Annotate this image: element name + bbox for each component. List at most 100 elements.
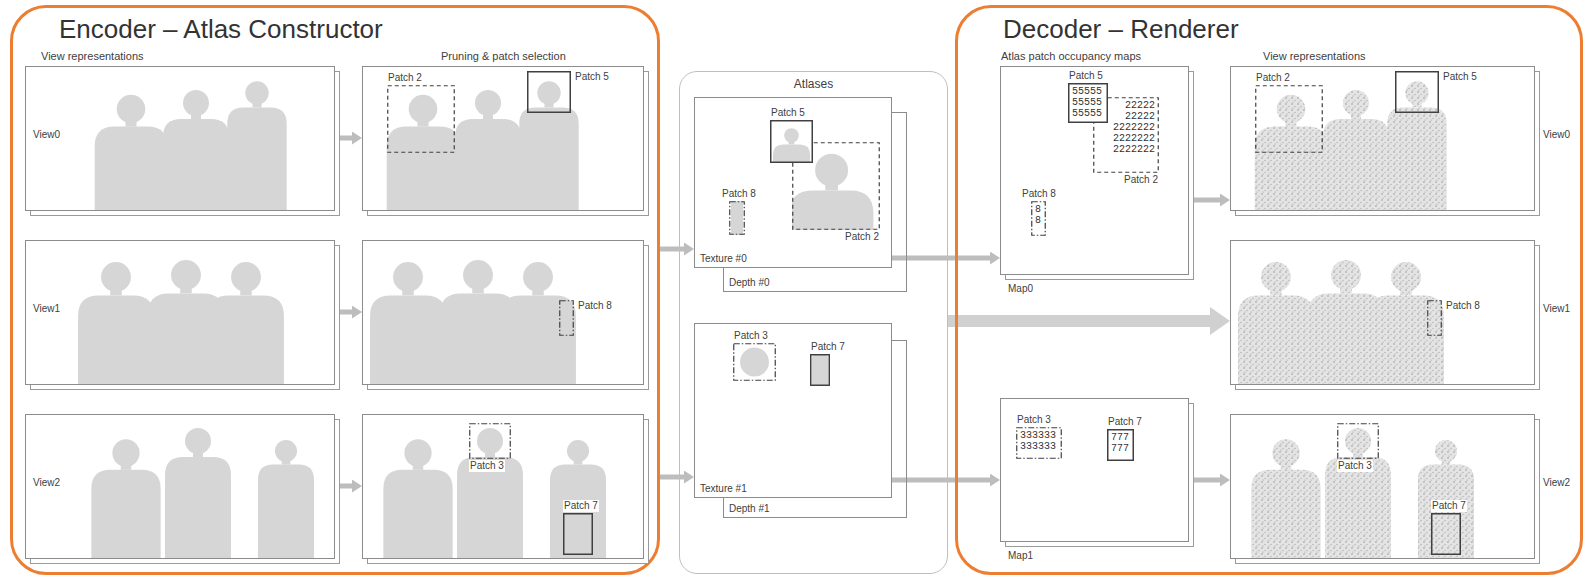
person-silhouette <box>208 262 284 384</box>
patch-border <box>1396 72 1439 113</box>
silhouette-head <box>117 95 146 124</box>
silhouette-body <box>163 119 229 210</box>
patch-border <box>793 143 880 230</box>
person-silhouette <box>457 428 523 558</box>
patch-label: Patch 8 <box>721 188 757 200</box>
silhouette-head <box>1391 262 1421 292</box>
view-illustration <box>1231 415 1534 558</box>
silhouette-head <box>231 262 261 292</box>
panel-title: Decoder – Renderer <box>1002 14 1240 44</box>
patch-box: Patch 8 <box>729 201 745 235</box>
pruned-view-frame: Patch 8 <box>362 240 644 385</box>
patch-border <box>1069 84 1108 123</box>
silhouette-head <box>1272 439 1299 466</box>
patch-box: Patch 3 <box>1337 423 1379 459</box>
patch-content <box>731 201 743 235</box>
patch-box: Patch 88 8 <box>1031 201 1046 236</box>
silhouette-body <box>387 127 460 210</box>
patch-box: Patch 5 <box>1395 71 1439 113</box>
patch-box: Patch 2 <box>1255 85 1323 153</box>
patch-border <box>1108 430 1134 461</box>
silhouette-head <box>740 348 769 377</box>
silhouette-head <box>1345 428 1371 454</box>
column-heading: View representations <box>1262 50 1367 63</box>
connector-arrow <box>335 310 352 315</box>
patch-label: Patch 7 <box>563 500 599 512</box>
patch-box: Patch 3 <box>469 423 511 459</box>
atlas-panel: Depth #1Depth #0AtlasesTexture #0Patch 5… <box>679 71 948 574</box>
panel-title: Atlases <box>680 77 947 91</box>
atlas-label: Depth #1 <box>728 503 771 515</box>
occupancy-digits: 333333 333333 <box>1020 430 1056 452</box>
connector-arrow <box>335 484 352 489</box>
occupancy-digits: 777 777 <box>1111 432 1129 454</box>
silhouette-head <box>1277 95 1306 124</box>
silhouette-body <box>500 295 576 384</box>
patch-label: Patch 3 <box>1016 414 1052 426</box>
person-silhouette <box>500 262 576 384</box>
patch-label: Patch 8 <box>577 300 613 312</box>
pruned-view-frame: Patch 3 Patch 7 <box>362 414 644 559</box>
view-illustration <box>26 415 334 558</box>
patch-content <box>812 355 828 386</box>
person-silhouette <box>1238 262 1314 384</box>
map-label: Map0 <box>1007 283 1034 295</box>
silhouette-head <box>537 81 560 104</box>
patch-box: Patch 2 <box>387 85 455 153</box>
silhouette-body <box>550 465 606 558</box>
patch-border <box>1094 98 1159 173</box>
pruned-view-frame: Patch 2 Patch 5 <box>362 66 644 211</box>
silhouette-body <box>370 295 446 384</box>
silhouette-body <box>1368 295 1444 384</box>
silhouette-body <box>1238 295 1314 384</box>
rendered-view-frame: View0Patch 2Patch 5 <box>1230 66 1535 211</box>
silhouette-head <box>393 262 423 292</box>
patch-label: Patch 5 <box>1442 71 1478 83</box>
patch-outline <box>559 300 574 336</box>
connector-arrow <box>660 247 684 252</box>
patch-label: Patch 7 <box>1107 416 1143 428</box>
patch-outline <box>1427 300 1442 336</box>
view-label: View0 <box>1542 129 1571 141</box>
patch-label: Patch 5 <box>574 71 610 83</box>
patch-outline <box>770 120 813 163</box>
patch-box: Patch 7777 777 <box>1107 429 1134 461</box>
view-illustration <box>363 415 643 558</box>
person-silhouette <box>1251 439 1320 558</box>
patch-border <box>1032 202 1046 236</box>
encoder-panel: Encoder – Atlas ConstructorView0Patch 2P… <box>10 5 660 575</box>
silhouette-body <box>1418 465 1474 558</box>
silhouette-head <box>784 128 799 143</box>
view-illustration <box>1231 241 1534 384</box>
patch-label: Patch 2 <box>1255 72 1291 84</box>
patch-border <box>1428 301 1442 336</box>
patch-outline <box>387 85 455 153</box>
view-illustration <box>363 241 643 384</box>
silhouette-head <box>101 262 131 292</box>
column-heading: View representations <box>40 50 145 63</box>
patch-border <box>564 514 593 555</box>
person-silhouette <box>95 95 168 210</box>
silhouette-head <box>1331 260 1361 290</box>
texture-atlas: Texture #1Patch 3Patch 7 <box>694 323 892 498</box>
patch-outline <box>469 423 511 459</box>
silhouette-body <box>1255 127 1328 210</box>
connector-arrow <box>335 136 352 141</box>
silhouette-body <box>1251 470 1320 558</box>
silhouette-head <box>463 260 493 290</box>
patch-outline <box>1255 85 1323 153</box>
person-silhouette <box>227 81 286 210</box>
silhouette-head <box>185 428 211 454</box>
atlas-label: Texture #0 <box>699 253 748 265</box>
silhouette-head <box>523 262 553 292</box>
person-silhouette <box>1323 90 1389 210</box>
connector-arrow <box>948 315 1210 327</box>
column-heading: Pruning & patch selection <box>440 50 567 63</box>
occupancy-map: Map1Patch 3333333 333333Patch 7777 777 <box>1000 398 1189 542</box>
view-illustration <box>26 67 334 210</box>
view-frame: View2 <box>25 414 335 559</box>
silhouette-body <box>812 355 828 386</box>
patch-outline <box>1431 513 1461 555</box>
silhouette-body <box>457 457 523 558</box>
